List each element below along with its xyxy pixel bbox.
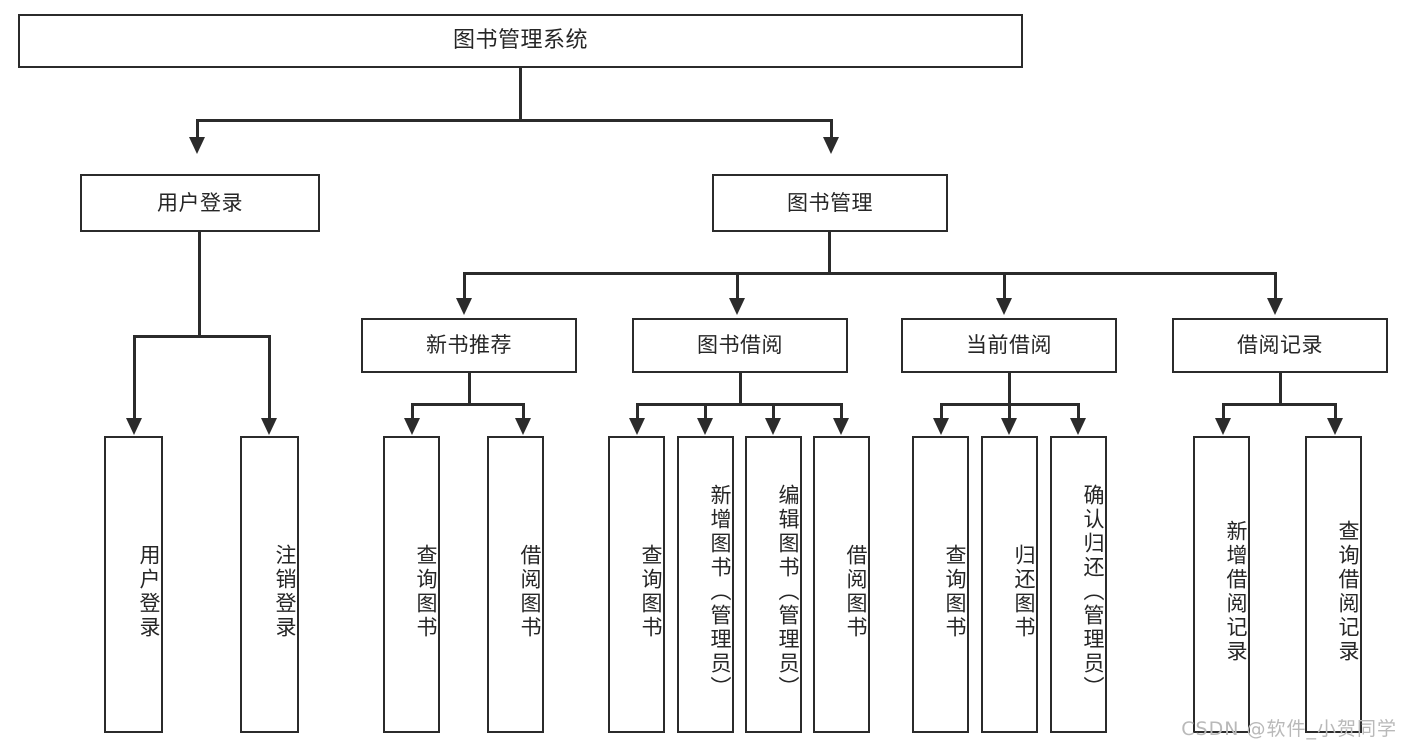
- node-root-system[interactable]: 图书管理系统: [18, 14, 1023, 68]
- arrow-to-book-borrow-leaf-2: [697, 418, 713, 435]
- leaf-book-borrow-1[interactable]: 查询图书: [608, 436, 665, 733]
- arrow-to-current-borrow: [996, 298, 1012, 315]
- edge-root-drop-left: [196, 119, 199, 139]
- edge-book-borrow-drop-3: [772, 403, 775, 419]
- arrow-to-borrow-record-leaf-2: [1327, 418, 1343, 435]
- edge-user-login-bus: [133, 335, 271, 338]
- edge-current-borrow-drop-2: [1008, 403, 1011, 419]
- arrow-to-user-login-leaf-2: [261, 418, 277, 435]
- edge-user-login-drop-1: [133, 335, 136, 419]
- arrow-to-current-borrow-leaf-2: [1001, 418, 1017, 435]
- edge-user-login-stem: [198, 232, 201, 336]
- leaf-new-book-rec-2[interactable]: 借阅图书: [487, 436, 544, 733]
- arrow-to-new-book-rec-leaf-2: [515, 418, 531, 435]
- edge-root-drop-right: [830, 119, 833, 139]
- edge-book-manage-bus: [463, 272, 1277, 275]
- edge-book-manage-drop-3: [1003, 272, 1006, 300]
- edge-book-borrow-stem: [739, 373, 742, 405]
- node-current-borrow[interactable]: 当前借阅: [901, 318, 1117, 373]
- node-book-manage[interactable]: 图书管理: [712, 174, 948, 232]
- edge-root-stem: [519, 68, 522, 120]
- arrow-to-book-borrow: [729, 298, 745, 315]
- edge-root-bus: [196, 119, 833, 122]
- edge-current-borrow-stem: [1008, 373, 1011, 405]
- arrow-to-borrow-record-leaf-1: [1215, 418, 1231, 435]
- leaf-borrow-record-2[interactable]: 查询借阅记录: [1305, 436, 1362, 733]
- leaf-user-login-1[interactable]: 用户登录: [104, 436, 163, 733]
- edge-borrow-record-bus: [1222, 403, 1337, 406]
- node-borrow-record[interactable]: 借阅记录: [1172, 318, 1388, 373]
- edge-current-borrow-drop-3: [1077, 403, 1080, 419]
- edge-book-borrow-drop-1: [636, 403, 639, 419]
- edge-book-manage-drop-4: [1274, 272, 1277, 300]
- edge-current-borrow-drop-1: [940, 403, 943, 419]
- leaf-book-borrow-2[interactable]: 新增图书（管理员）: [677, 436, 734, 733]
- arrow-to-current-borrow-leaf-3: [1070, 418, 1086, 435]
- edge-borrow-record-drop-1: [1222, 403, 1225, 419]
- edge-new-book-rec-drop-2: [522, 403, 525, 419]
- arrow-to-book-borrow-leaf-3: [765, 418, 781, 435]
- edge-book-borrow-bus: [636, 403, 843, 406]
- edge-book-borrow-drop-4: [840, 403, 843, 419]
- leaf-new-book-rec-1[interactable]: 查询图书: [383, 436, 440, 733]
- edge-new-book-rec-drop-1: [411, 403, 414, 419]
- node-user-login[interactable]: 用户登录: [80, 174, 320, 232]
- edge-book-manage-drop-2: [736, 272, 739, 300]
- edge-book-borrow-drop-2: [704, 403, 707, 419]
- leaf-book-borrow-4[interactable]: 借阅图书: [813, 436, 870, 733]
- arrow-to-user-login: [189, 137, 205, 154]
- leaf-current-borrow-1[interactable]: 查询图书: [912, 436, 969, 733]
- leaf-borrow-record-1[interactable]: 新增借阅记录: [1193, 436, 1250, 733]
- arrow-to-borrow-record: [1267, 298, 1283, 315]
- arrow-to-new-book-rec: [456, 298, 472, 315]
- leaf-current-borrow-3[interactable]: 确认归还（管理员）: [1050, 436, 1107, 733]
- edge-user-login-drop-2: [268, 335, 271, 419]
- leaf-user-login-2[interactable]: 注销登录: [240, 436, 299, 733]
- edge-borrow-record-drop-2: [1334, 403, 1337, 419]
- edge-book-manage-stem: [828, 232, 831, 274]
- edge-new-book-rec-stem: [468, 373, 471, 405]
- edge-borrow-record-stem: [1279, 373, 1282, 405]
- arrow-to-book-manage: [823, 137, 839, 154]
- edge-book-manage-drop-1: [463, 272, 466, 300]
- arrow-to-book-borrow-leaf-1: [629, 418, 645, 435]
- leaf-book-borrow-3[interactable]: 编辑图书（管理员）: [745, 436, 802, 733]
- edge-new-book-rec-bus: [411, 403, 525, 406]
- node-book-borrow[interactable]: 图书借阅: [632, 318, 848, 373]
- arrow-to-current-borrow-leaf-1: [933, 418, 949, 435]
- arrow-to-new-book-rec-leaf-1: [404, 418, 420, 435]
- leaf-current-borrow-2[interactable]: 归还图书: [981, 436, 1038, 733]
- node-new-book-rec[interactable]: 新书推荐: [361, 318, 577, 373]
- arrow-to-book-borrow-leaf-4: [833, 418, 849, 435]
- arrow-to-user-login-leaf-1: [126, 418, 142, 435]
